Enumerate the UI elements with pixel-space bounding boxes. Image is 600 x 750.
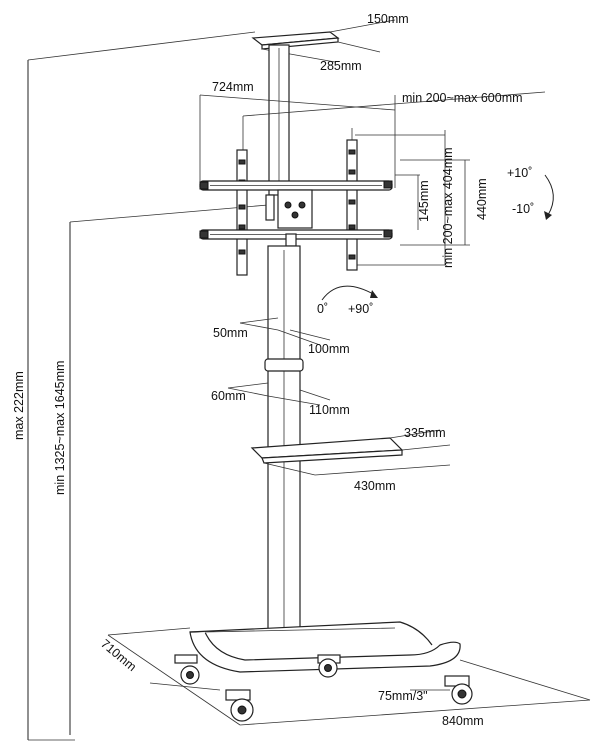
bracket-width-guides bbox=[199, 91, 546, 188]
tilt-down-label: -10˚ bbox=[512, 202, 534, 216]
clamp2-depth-label: 110mm bbox=[309, 403, 350, 417]
top-plate-width-label: 150mm bbox=[367, 12, 409, 26]
tilt-up-label: +10˚ bbox=[507, 166, 532, 180]
clamp2-guides bbox=[227, 382, 331, 406]
clamp1-guides bbox=[239, 317, 331, 346]
rotation-arrow bbox=[321, 285, 378, 301]
left-vesa-rail bbox=[236, 149, 248, 276]
upper-arm bbox=[199, 180, 393, 191]
shelf-depth-label: 335mm bbox=[404, 426, 446, 440]
shelf bbox=[250, 429, 451, 476]
clamp1-height-label: 50mm bbox=[213, 326, 248, 340]
base-width-label: 840mm bbox=[442, 714, 484, 728]
main-pole bbox=[264, 245, 304, 633]
upper-pole bbox=[268, 44, 290, 196]
total-height-guide bbox=[27, 31, 256, 741]
vesa-horizontal-label: min 200~max 600mm bbox=[402, 91, 523, 105]
right-vesa-rail bbox=[346, 139, 358, 271]
total-height-label: max 222mm bbox=[12, 371, 26, 440]
tilt-arrow bbox=[544, 174, 554, 220]
caster-size-label: 75mm/3" bbox=[378, 689, 428, 703]
caster-back-middle bbox=[317, 654, 341, 678]
rotation-end-label: +90˚ bbox=[348, 302, 373, 316]
bracket-width-label: 724mm bbox=[212, 80, 254, 94]
vesa-offset-label: 145mm bbox=[417, 180, 431, 222]
center-height-guide bbox=[69, 204, 269, 735]
center-mount-plate bbox=[265, 189, 313, 247]
caster-back-left bbox=[174, 654, 200, 685]
base-outline bbox=[107, 627, 591, 726]
top-plate-depth-label: 285mm bbox=[320, 59, 362, 73]
vesa-vertical-label: min 200~max 404mm bbox=[441, 147, 455, 268]
base-frame bbox=[189, 621, 461, 673]
clamp1-depth-label: 100mm bbox=[308, 342, 350, 356]
bracket-height-label: 440mm bbox=[475, 178, 489, 220]
caster-front-left bbox=[225, 689, 254, 722]
caster-front-right bbox=[444, 675, 473, 705]
center-height-label: min 1325~max 1645mm bbox=[53, 361, 67, 495]
shelf-width-label: 430mm bbox=[354, 479, 396, 493]
rotation-start-label: 0˚ bbox=[317, 302, 328, 316]
clamp2-height-label: 60mm bbox=[211, 389, 246, 403]
vesa-vertical-guides bbox=[355, 130, 470, 266]
